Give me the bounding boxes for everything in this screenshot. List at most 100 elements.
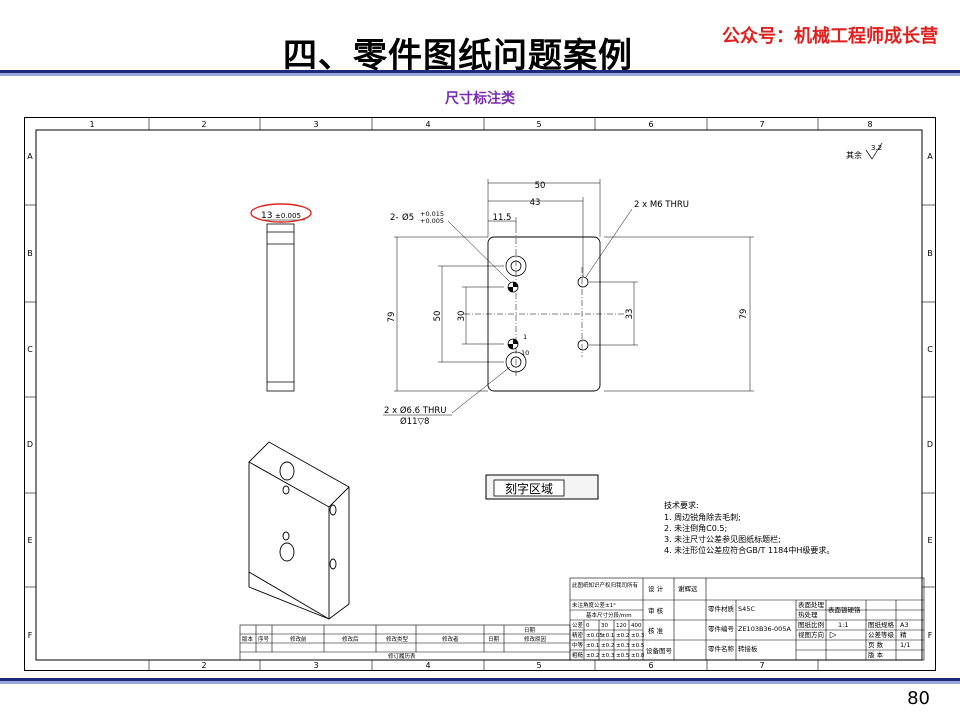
- tech-req-item: 1. 周边锐角除去毛刺;: [664, 512, 741, 522]
- material-label: 零件材质: [708, 604, 735, 613]
- pin-holes: [507, 281, 519, 350]
- pages-label: 页 数: [868, 640, 884, 649]
- rev-col-after: 修改后: [342, 635, 359, 643]
- surface-label: 表面处理: [798, 600, 825, 609]
- dim-50-height: 50: [433, 311, 443, 322]
- rev-col-type: 修改类型: [386, 635, 409, 643]
- wechat-account-label: 公众号：机械工程师成长营: [722, 26, 938, 47]
- design-name: 谢辉远: [678, 584, 698, 593]
- surface-value: 表面镀硬铬: [828, 605, 861, 614]
- col-label: 2: [201, 661, 206, 670]
- scale-value: 1:1: [838, 621, 848, 629]
- tol-grade: 精密: [572, 631, 584, 639]
- thickness-dim: 13: [261, 211, 272, 221]
- footer-divider: [0, 678, 960, 684]
- hole2-tol-upper: +0.015: [420, 210, 444, 218]
- dim-50-width: 50: [535, 181, 546, 191]
- row-label: A: [27, 152, 33, 161]
- col-label: 5: [536, 120, 541, 129]
- dim-lines: [383, 179, 754, 416]
- tol-range: 30: [601, 623, 608, 629]
- projection-icon: [829, 631, 837, 639]
- tol-grade: 粗糙: [572, 651, 584, 659]
- dim-79-right: 79: [739, 309, 749, 320]
- thickness-tol: ±0.005: [275, 212, 301, 220]
- col-label: 7: [759, 661, 764, 670]
- slide-subtitle: 尺寸标注类: [445, 91, 515, 107]
- highlight-circle: [250, 203, 312, 223]
- tech-req-item: 4. 未注形位公差应符合GB/T 1184中H级要求。: [664, 545, 834, 555]
- tol-value: ±0.8: [631, 653, 645, 659]
- title-divider: [0, 70, 960, 76]
- notice-text: 此图纸知识产权归我司所有: [572, 581, 639, 589]
- tol-value: ±0.3: [616, 643, 630, 649]
- tech-req-item: 2. 未注倒角C0.5;: [664, 523, 727, 533]
- drawing-outer-frame: [24, 117, 936, 671]
- tol-sub: 基本尺寸分段/mm: [586, 611, 632, 619]
- row-label: A: [927, 152, 933, 161]
- material-value: S45C: [738, 605, 755, 613]
- scale-label: 图纸比例: [798, 620, 824, 629]
- row-label: E: [27, 536, 32, 545]
- rev-col-date-top: 日期: [524, 627, 536, 634]
- part-no-label: 零件编号: [708, 624, 735, 633]
- tol-value: ±0.05: [586, 633, 603, 639]
- tech-req-item: 3. 未注尺寸公差参见图纸标题栏;: [664, 534, 781, 544]
- rev-col-before: 修改前: [290, 635, 307, 643]
- tol-range: 400: [631, 623, 642, 629]
- engrave-label: 刻字区域: [505, 481, 553, 496]
- col-label: 8: [867, 120, 872, 129]
- tol-range: 120: [616, 623, 627, 629]
- dim-10-small: 10: [521, 349, 529, 357]
- row-label: C: [927, 345, 933, 354]
- hole2-dia: Ø5: [402, 212, 414, 223]
- hole2-prefix: 2-: [390, 213, 398, 223]
- row-label: D: [27, 440, 33, 449]
- rev-footer: 修订履历表: [388, 652, 416, 660]
- tol-value: ±0.3: [631, 633, 645, 639]
- hole2-tol-lower: +0.005: [420, 217, 444, 225]
- slide-title: 四、零件图纸问题案例: [283, 36, 633, 76]
- col-label: 4: [425, 661, 430, 670]
- dim-79-left: 79: [387, 312, 397, 323]
- pages-value: 1/1: [900, 641, 910, 649]
- review-label: 审 核: [648, 606, 664, 615]
- dim-1-small: 1: [523, 333, 527, 341]
- col-label: 3: [313, 120, 318, 129]
- col-label: 2: [201, 120, 206, 129]
- tol-range: 0: [586, 623, 590, 629]
- row-label: B: [927, 249, 933, 258]
- col-label: 3: [313, 661, 318, 670]
- isometric-view: [248, 441, 350, 620]
- size-value: A3: [900, 621, 909, 629]
- tol-row-label: 公差: [572, 621, 584, 629]
- size-label: 图纸规格: [868, 620, 895, 629]
- tol-value: ±0.2: [601, 643, 614, 649]
- m6-note: 2 x M6 THRU: [634, 200, 689, 210]
- col-label: 5: [536, 661, 541, 670]
- row-label: F: [928, 631, 933, 640]
- col-label: 6: [648, 661, 653, 670]
- col-label: 1: [89, 120, 94, 129]
- part-name-value: 转接板: [738, 644, 758, 653]
- side-view: [266, 223, 295, 392]
- page-number: 80: [907, 688, 930, 709]
- version-label: 版 本: [868, 650, 884, 659]
- roughness-icon: [865, 142, 883, 160]
- tol-value: ±0.2: [586, 653, 599, 659]
- row-label: B: [27, 249, 33, 258]
- row-label: D: [927, 440, 933, 449]
- col-label: 7: [759, 120, 764, 129]
- roughness-value: 3.2: [871, 144, 882, 152]
- col-label: 4: [425, 120, 430, 129]
- rev-col-reason: 修改原因: [524, 635, 547, 643]
- tol-value: ±0.5: [616, 653, 630, 659]
- rev-col-date: 日期: [488, 636, 500, 643]
- approve-label: 核 准: [648, 626, 664, 635]
- title-block: [569, 577, 925, 661]
- tol-value: ±0.5: [631, 643, 645, 649]
- rev-col-person: 修改者: [442, 635, 459, 643]
- design-label: 设 计: [648, 584, 664, 593]
- row-label: C: [27, 345, 33, 354]
- row-label: F: [28, 631, 33, 640]
